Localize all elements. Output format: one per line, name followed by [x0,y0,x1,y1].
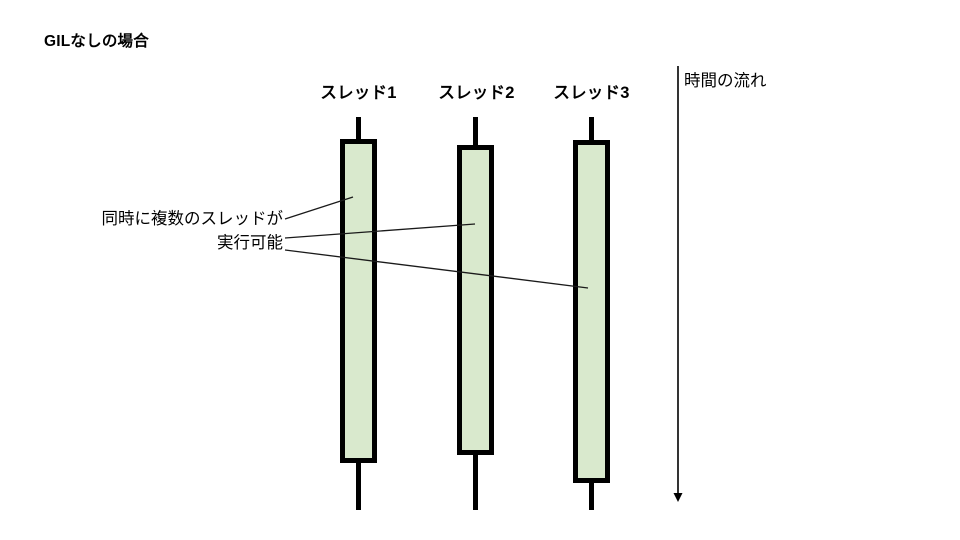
thread-block-3 [573,140,610,483]
thread-label-1: スレッド1 [320,84,397,102]
thread-block-1 [340,139,377,463]
leader-line-1 [284,196,354,220]
annotation-label: 同時に複数のスレッドが実行可能 [30,208,284,256]
leader-lines-group [284,196,589,289]
leader-line-2 [284,223,476,239]
time-axis-arrowhead [673,493,683,502]
thread-bar-1 [340,117,377,510]
thread-label-3: スレッド3 [553,84,630,102]
annotation-line-2: 実行可能 [217,233,283,252]
thread-block-2 [457,145,494,455]
time-axis-label: 時間の流れ [684,72,767,90]
time-axis-group [673,66,683,502]
annotation-line-1: 同時に複数のスレッドが [101,210,284,228]
thread-bar-3 [573,117,610,510]
thread-bars-group [340,117,610,510]
page-title: GILなしの場合 [44,33,149,50]
thread-bar-2 [457,117,494,510]
leader-line-3 [284,249,589,289]
thread-label-2: スレッド2 [438,84,515,102]
